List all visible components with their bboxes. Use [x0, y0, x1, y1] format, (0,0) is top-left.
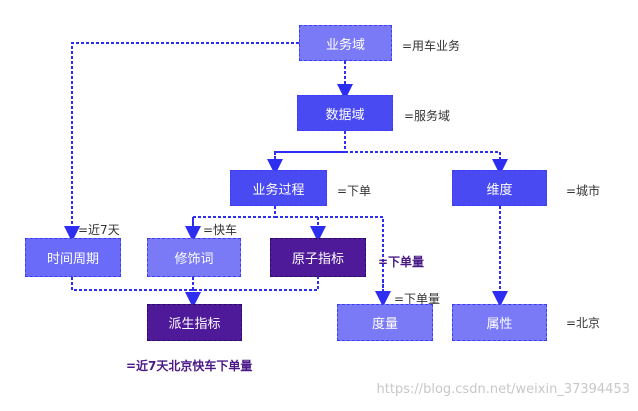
node-time-period: 时间周期	[25, 238, 121, 277]
node-business-domain-label: 业务域	[325, 37, 365, 53]
node-business-process-label: 业务过程	[252, 182, 305, 198]
node-modifier: 修饰词	[147, 238, 241, 277]
node-data-domain: 数据域	[297, 95, 393, 131]
node-atomic-metric-label: 原子指标	[291, 252, 344, 267]
annotation-data-domain: =服务域	[404, 109, 451, 123]
annotation-business-process: =下单	[337, 184, 372, 198]
node-measure: 度量	[337, 304, 433, 341]
annotation-modifier: =快车	[203, 223, 238, 237]
node-business-process: 业务过程	[230, 170, 327, 206]
connector-to-derived	[71, 277, 319, 300]
node-atomic-metric: 原子指标	[270, 238, 366, 277]
node-derived-metric: 派生指标	[147, 304, 242, 341]
node-derived-metric-label: 派生指标	[168, 317, 221, 332]
connector-data-to-process-dimension	[274, 131, 500, 167]
node-attribute: 属性	[452, 304, 547, 341]
node-measure-label: 度量	[371, 317, 398, 332]
node-data-domain-label: 数据域	[325, 107, 365, 123]
node-modifier-label: 修饰词	[174, 252, 214, 267]
annotation-atomic-metric: =下单量	[378, 255, 425, 269]
node-attribute-label: 属性	[486, 317, 513, 332]
connector-process-to-children	[192, 206, 384, 299]
connector-domain-to-time	[64, 42, 299, 242]
node-business-domain: 业务域	[299, 25, 392, 61]
annotation-measure: =下单量	[394, 292, 441, 306]
node-dimension: 维度	[452, 170, 547, 206]
annotation-dimension: =城市	[566, 184, 601, 198]
node-time-period-label: 时间周期	[46, 252, 99, 267]
node-dimension-label: 维度	[486, 182, 513, 198]
annotation-business-domain: =用车业务	[402, 39, 461, 53]
watermark: https://blog.csdn.net/weixin_37394453	[376, 382, 630, 397]
annotation-attribute: =北京	[566, 316, 601, 330]
annotation-derived-metric: =近7天北京快车下单量	[126, 359, 253, 373]
annotation-time-period: =近7天	[78, 223, 120, 237]
